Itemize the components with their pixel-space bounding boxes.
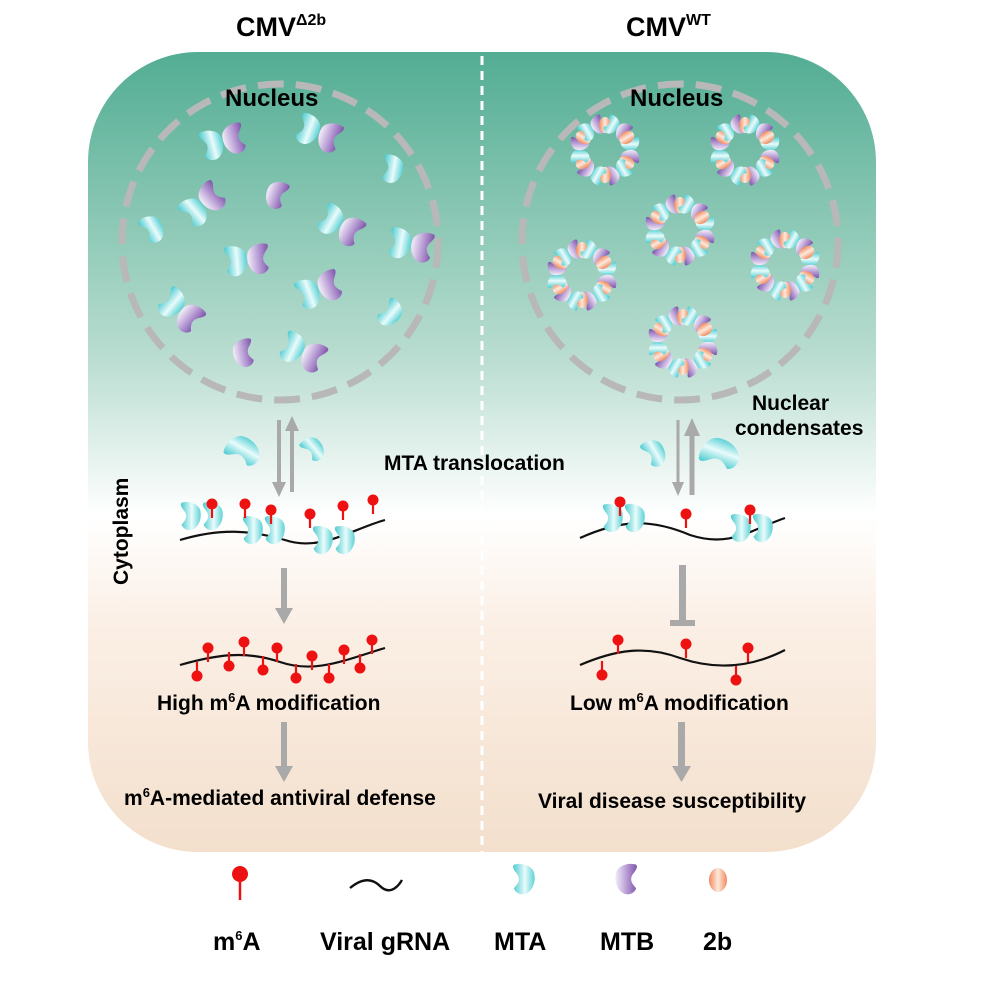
legend-mtb-label: MTB [600,928,654,956]
twob-subunit [697,322,713,337]
right-nucleus-boundary [518,80,842,404]
left-rna-with-complexes [179,493,386,555]
left-arrow-to-modification [275,568,293,624]
legend-viral-grna-label: Viral gRNA [320,928,450,956]
twob-subunit [619,130,635,145]
right-low-m6a-rna [579,633,786,687]
left-translocation-arrows [272,416,299,497]
left-arrow-to-outcome [275,722,293,782]
legend-mta-icon [513,863,535,895]
legend-m6a-icon [232,866,248,900]
condensate-ring [710,113,780,187]
right-nucleus-condensates [547,113,820,379]
left-high-m6a-rna [179,633,386,685]
right-arrow-to-outcome [672,722,691,782]
twob-subunit [596,255,612,270]
legend-mta-label: MTA [494,928,546,956]
twob-subunit [799,245,815,260]
condensate-ring [750,228,820,302]
twob-subunit [694,210,710,225]
condensate-ring [648,305,718,379]
right-nucleus-label: Nucleus [630,85,723,112]
low-m6a-label: Low m6A modification [570,690,789,715]
right-translocation-arrows [672,418,700,496]
condensate-ring [645,193,715,267]
antiviral-defense-label: m6A-mediated antiviral defense [124,785,436,810]
left-nucleus-boundary [118,80,442,404]
disease-susceptibility-label: Viral disease susceptibility [538,790,806,813]
condensates-label-line2: condensates [735,417,863,440]
left-panel-title: CMVΔ2b [236,12,326,42]
condensates-label-line1: Nuclear [752,392,829,415]
left-nucleus-label: Nucleus [225,85,318,112]
mta-translocation-label: MTA translocation [384,452,565,475]
right-panel-title: CMVWT [626,12,711,42]
legend-2b-icon [709,868,727,892]
legend: m6A Viral gRNA MTA MTB 2b [213,863,732,956]
high-m6a-label: High m6A modification [157,690,380,715]
condensate-ring [570,113,640,187]
twob-subunit [759,130,775,145]
right-inhibition-bar [670,565,695,626]
condensate-ring [547,238,617,312]
legend-viral-grna-icon [349,879,404,892]
right-rna-with-complexes [579,495,786,543]
legend-m6a-label: m6A [213,928,261,956]
legend-2b-label: 2b [703,928,732,956]
legend-mtb-icon [615,863,637,895]
cytoplasm-label: Cytoplasm [110,478,133,585]
